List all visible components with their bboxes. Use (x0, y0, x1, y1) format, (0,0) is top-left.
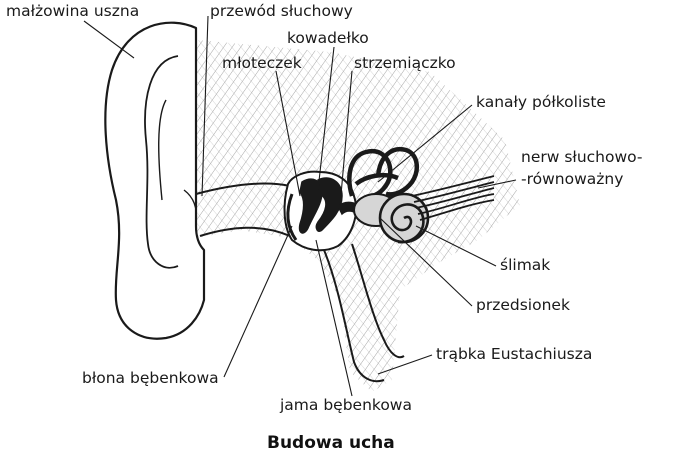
eardrum (286, 193, 298, 241)
diagram-title: Budowa ucha (267, 433, 395, 453)
label-nerve-line1: nerw słuchowo- (521, 148, 643, 166)
label-semicircular-canals: kanały półkoliste (476, 93, 606, 111)
auricle (104, 21, 206, 340)
eustachian-tube (323, 243, 405, 383)
semicircular-canals (347, 146, 420, 199)
vestibulocochlear-nerve (411, 175, 495, 221)
label-malleus: młoteczek (222, 54, 302, 72)
label-stapes: strzemiączko (354, 54, 456, 72)
label-incus: kowadełko (287, 29, 369, 47)
label-cochlea: ślimak (500, 256, 551, 274)
label-vestibule: przedsionek (476, 296, 570, 314)
label-eustachian-tube: trąbka Eustachiusza (436, 345, 593, 363)
incus (315, 177, 343, 233)
label-ear-canal: przewód słuchowy (210, 2, 353, 20)
leader-lines (83, 15, 517, 397)
label-auricle: małżowina uszna (6, 2, 140, 20)
ear-canal (195, 182, 291, 237)
label-nerve-line2: -równoważny (521, 170, 624, 188)
label-tympanic-cavity: jama bębenkowa (280, 396, 412, 414)
ossicles (298, 177, 363, 234)
label-eardrum: błona bębenkowa (82, 369, 219, 387)
